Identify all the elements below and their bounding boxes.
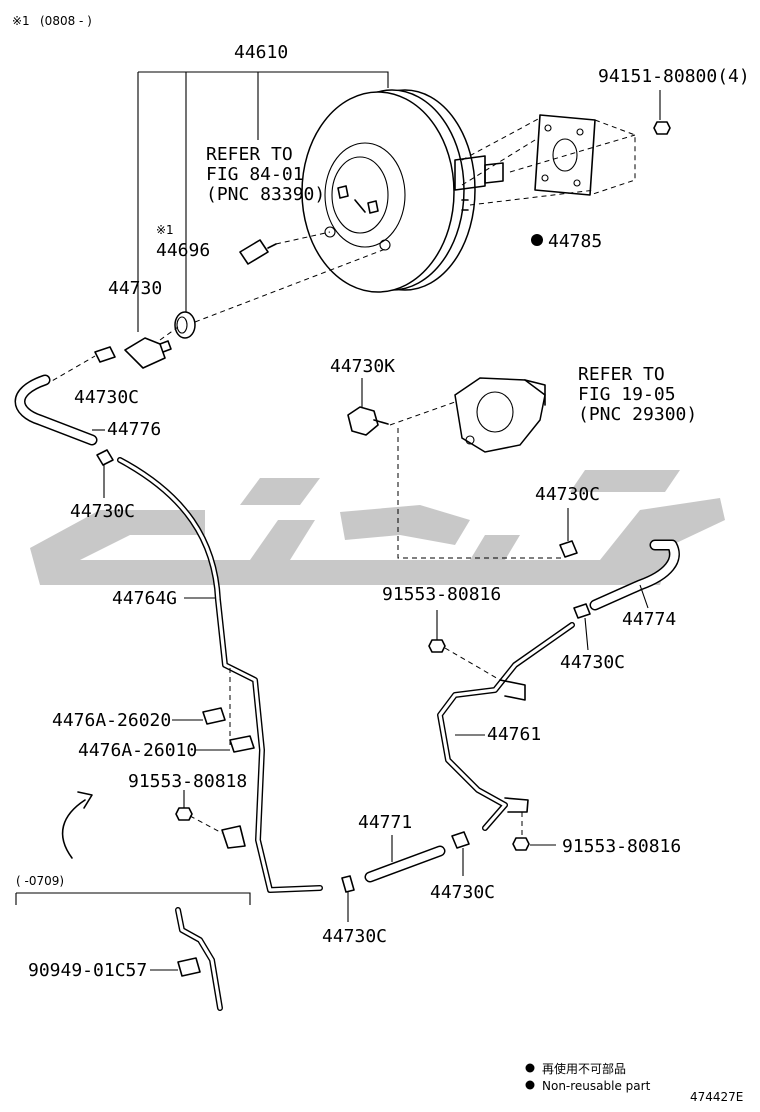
brake-booster-44610[interactable] <box>301 89 504 293</box>
assembly-line-grommet <box>194 247 389 323</box>
check-valve-44730[interactable] <box>124 337 172 369</box>
label-91553-b[interactable]: 91553-80818 <box>128 771 247 792</box>
label-44730C-f[interactable]: 44730C <box>322 926 387 947</box>
clamp-4476A-26010[interactable] <box>229 735 255 753</box>
label-44761[interactable]: 44761 <box>487 724 541 745</box>
refer1-line2: FIG 84-01 <box>206 164 304 185</box>
refer2-line2: FIG 19-05 <box>578 384 676 405</box>
label-91553-a[interactable]: 91553-80816 <box>382 584 501 605</box>
gasket-44785[interactable] <box>534 114 596 196</box>
inset-bracket <box>15 892 251 905</box>
clip-44730C-e[interactable] <box>451 831 470 849</box>
leader-44774 <box>639 584 649 609</box>
pipe-44761[interactable] <box>437 622 575 831</box>
label-44696-mark: ※1 <box>156 223 174 237</box>
hose-44771[interactable] <box>364 845 446 883</box>
label-4476A-26020[interactable]: 4476A-26020 <box>52 710 171 731</box>
pipe-44764G[interactable] <box>117 457 323 893</box>
assembly-line-bolt-a <box>444 647 501 681</box>
label-94151[interactable]: 94151-80800(4) <box>598 66 750 87</box>
gasket-outline-dashed <box>589 119 636 196</box>
label-4476A-26010[interactable]: 4476A-26010 <box>78 740 197 761</box>
clip-44730C-a[interactable] <box>94 346 116 363</box>
refer1-line1: REFER TO <box>206 144 293 165</box>
clamp-4476A-26020[interactable] <box>202 707 226 725</box>
grommet-44696[interactable] <box>174 311 196 339</box>
label-44730C-d[interactable]: 44730C <box>560 652 625 673</box>
non-reusable-dot-icon <box>531 234 543 246</box>
label-44730C-b[interactable]: 44730C <box>70 501 135 522</box>
legend-dot-icon <box>525 1063 535 1073</box>
clip-44730C-d[interactable] <box>573 603 591 619</box>
label-44771[interactable]: 44771 <box>358 812 412 833</box>
assembly-line-sensor <box>275 231 331 245</box>
legend-line1: 再使用不可部品 <box>542 1061 626 1076</box>
bolt-91553-b[interactable] <box>175 807 193 821</box>
legend-line2: Non-reusable part <box>542 1079 651 1093</box>
label-44610[interactable]: 44610 <box>234 42 288 63</box>
assembly-line-valve <box>159 326 179 341</box>
hose-44774[interactable] <box>589 539 680 611</box>
label-90949[interactable]: 90949-01C57 <box>28 960 147 981</box>
nut-94151[interactable] <box>653 121 671 135</box>
check-valve-44730K[interactable] <box>347 406 389 436</box>
refer1-line3: (PNC 83390) <box>206 184 325 205</box>
label-44730[interactable]: 44730 <box>108 278 162 299</box>
hose-44776[interactable] <box>14 374 98 446</box>
clip-44730C-f[interactable] <box>341 875 355 893</box>
note-mark: ※1 <box>12 14 30 28</box>
bolt-91553-c[interactable] <box>512 837 530 851</box>
view-arrow-icon <box>61 791 93 859</box>
label-44730C-c[interactable]: 44730C <box>535 484 600 505</box>
vacuum-pump[interactable] <box>454 377 546 453</box>
labels: 44610 94151-80800(4) REFER TO FIG 84-01 … <box>16 42 750 981</box>
legend: 再使用不可部品 Non-reusable part <box>525 1061 651 1093</box>
refer2-line3: (PNC 29300) <box>578 404 697 425</box>
label-44730C-e[interactable]: 44730C <box>430 882 495 903</box>
label-44776[interactable]: 44776 <box>107 419 161 440</box>
drawing-id: 474427E <box>690 1090 743 1104</box>
clamp-90949[interactable] <box>177 957 201 977</box>
assembly-line-bolt-b <box>189 815 223 834</box>
inset-range: ( -0709) <box>16 874 64 888</box>
bolt-91553-a[interactable] <box>428 639 446 653</box>
clip-44730C-b[interactable] <box>96 449 114 466</box>
legend-dot-icon <box>525 1080 535 1090</box>
label-44764G[interactable]: 44764G <box>112 588 177 609</box>
note-range: (0808 - ) <box>40 14 92 28</box>
label-44785[interactable]: 44785 <box>548 231 602 252</box>
assembly-line-clip-a <box>44 355 96 386</box>
refer2-line1: REFER TO <box>578 364 665 385</box>
label-91553-c[interactable]: 91553-80816 <box>562 836 681 857</box>
inset-pipe[interactable] <box>175 907 223 1011</box>
label-44730C-a[interactable]: 44730C <box>74 387 139 408</box>
assembly-line-pump <box>397 428 565 559</box>
label-44774[interactable]: 44774 <box>622 609 676 630</box>
label-44730K[interactable]: 44730K <box>330 356 395 377</box>
watermark-logo <box>30 470 725 585</box>
leader-44610 <box>137 71 389 332</box>
bracket-44764G <box>221 825 246 849</box>
vacuum-sensor[interactable] <box>239 239 277 265</box>
clip-44730C-c[interactable] <box>559 540 578 558</box>
assembly-line-44730K <box>389 401 456 426</box>
leader-44730C-d <box>584 617 589 651</box>
label-44696[interactable]: 44696 <box>156 240 210 261</box>
